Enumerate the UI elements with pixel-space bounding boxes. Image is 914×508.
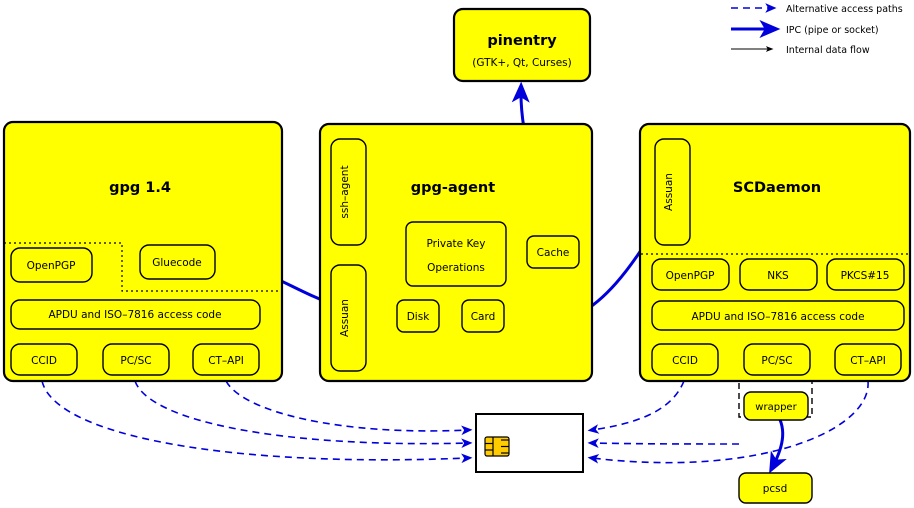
scd-assuan-label: Assuan [663, 173, 675, 211]
agent-assuan-label: Assuan [339, 299, 351, 337]
gpg-ccid-box[interactable] [10, 343, 78, 376]
agent-sshagent-label: ssh–agent [339, 165, 351, 218]
altpath-gpg-pcsc-to-card [134, 380, 473, 448]
agent-card-label: Card [471, 311, 496, 323]
gpg-ctapi-box[interactable] [192, 343, 260, 376]
scd-ccid-box[interactable] [651, 343, 719, 376]
scd-nks-label: NKS [767, 270, 789, 282]
gpg-apdu-label: APDU and ISO–7816 access code [48, 309, 221, 321]
gpg-title: gpg 1.4 [109, 180, 171, 196]
pinentry-title: pinentry [487, 33, 557, 49]
scd-openpgp-label: OpenPGP [666, 270, 715, 282]
agent-pko-label-line1: Private Key [427, 238, 486, 250]
scd-wrapper-box[interactable] [743, 391, 809, 421]
agent-disk-box[interactable] [396, 299, 440, 333]
gpg-ctapi-label: CT–API [208, 355, 244, 367]
smartcard-chip-icon [484, 436, 510, 457]
scd-pcsc-label: PC/SC [761, 355, 792, 367]
gpg-dashed-region [4, 242, 282, 292]
scdaemon-title: SCDaemon [733, 180, 821, 196]
agent-disk-label: Disk [407, 311, 430, 323]
legend-item-2-label: Internal data flow [786, 45, 870, 56]
scd-apdu-label: APDU and ISO–7816 access code [691, 311, 864, 323]
gpg-pcsc-label: PC/SC [120, 355, 151, 367]
gpg-openpgp-label: OpenPGP [27, 260, 76, 272]
legend-item-0-label: Alternative access paths [786, 4, 903, 15]
pinentry-subtitle: (GTK+, Qt, Curses) [472, 57, 572, 69]
scd-pcsc-box[interactable] [743, 343, 811, 376]
gpg-gluecode-box[interactable] [139, 244, 216, 280]
gpg-ccid-label: CCID [31, 355, 57, 367]
scd-ctapi-label: CT–API [850, 355, 886, 367]
gpg-agent-title: gpg-agent [411, 180, 495, 196]
agent-pko-label-line2: Operations [427, 262, 485, 274]
agent-assuan-box[interactable] [330, 264, 367, 372]
agent-cache-label: Cache [537, 247, 570, 259]
altpath-pcsd-to-card [587, 438, 740, 448]
scd-openpgp-box[interactable] [651, 258, 730, 291]
legend-item-1-label: IPC (pipe or socket) [786, 25, 879, 36]
gpg-gluecode-label: Gluecode [152, 257, 202, 269]
pcsd-label: pcsd [763, 483, 788, 495]
gpg-pcsc-box[interactable] [102, 343, 170, 376]
scd-ccid-label: CCID [672, 355, 698, 367]
pinentry-box[interactable] [452, 7, 592, 83]
altpath-scd-ctapi-to-card [587, 380, 869, 464]
gpg-apdu-box[interactable] [10, 299, 261, 330]
legend-glyphs [731, 3, 781, 52]
agent-sshagent-box[interactable] [330, 138, 367, 246]
scd-assuan-box[interactable] [654, 138, 691, 246]
scd-wrapper-label: wrapper [755, 402, 797, 413]
scd-pkcs15-label: PKCS#15 [841, 270, 890, 282]
scd-nks-box[interactable] [739, 258, 818, 291]
altpath-gpg-ctapi-to-card [225, 380, 473, 436]
scd-ctapi-box[interactable] [834, 343, 902, 376]
scd-pkcs15-box[interactable] [826, 258, 905, 291]
altpath-gpg-ccid-to-card [41, 380, 473, 464]
scd-apdu-box[interactable] [651, 300, 905, 331]
